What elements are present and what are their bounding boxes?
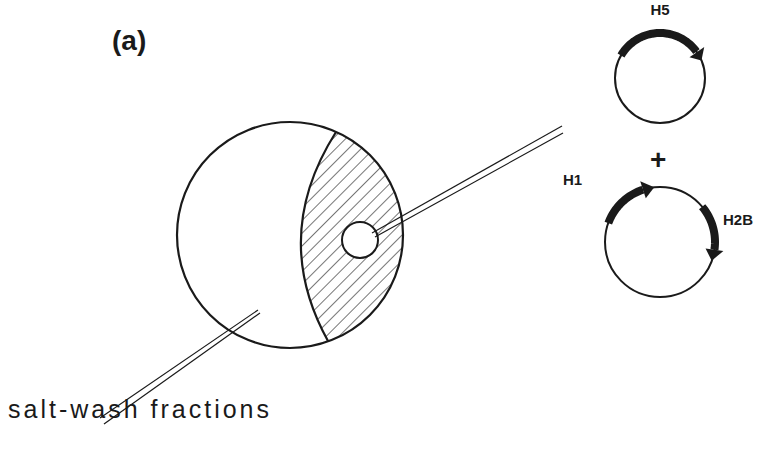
plasmid: H1H2B — [545, 170, 770, 302]
arrow-head — [689, 47, 704, 60]
arrow-head — [706, 248, 724, 260]
panel-label: (a) — [112, 26, 146, 57]
gene-arrow — [702, 207, 715, 250]
gene-arrow — [608, 190, 643, 223]
plasmid-ring — [545, 170, 770, 302]
region-boundary — [301, 132, 336, 341]
plasmid: H5 — [605, 0, 715, 125]
gene-arrow — [621, 33, 696, 56]
gene-label: H5 — [650, 2, 669, 19]
pipette-line — [375, 133, 563, 237]
plasmid-circle — [615, 33, 705, 123]
plus-sign: + — [650, 145, 666, 176]
pipette-line — [372, 126, 562, 233]
plasmid-ring — [605, 0, 715, 125]
gene-label: H1 — [563, 172, 582, 189]
oocyte-outline — [177, 122, 403, 348]
caption-label: salt-wash fractions — [8, 396, 272, 424]
gene-label: H2B — [723, 212, 753, 229]
hatched-region — [301, 132, 402, 341]
plasmid-circle — [605, 187, 715, 297]
nucleus — [342, 222, 378, 258]
arrow-head — [640, 181, 654, 198]
